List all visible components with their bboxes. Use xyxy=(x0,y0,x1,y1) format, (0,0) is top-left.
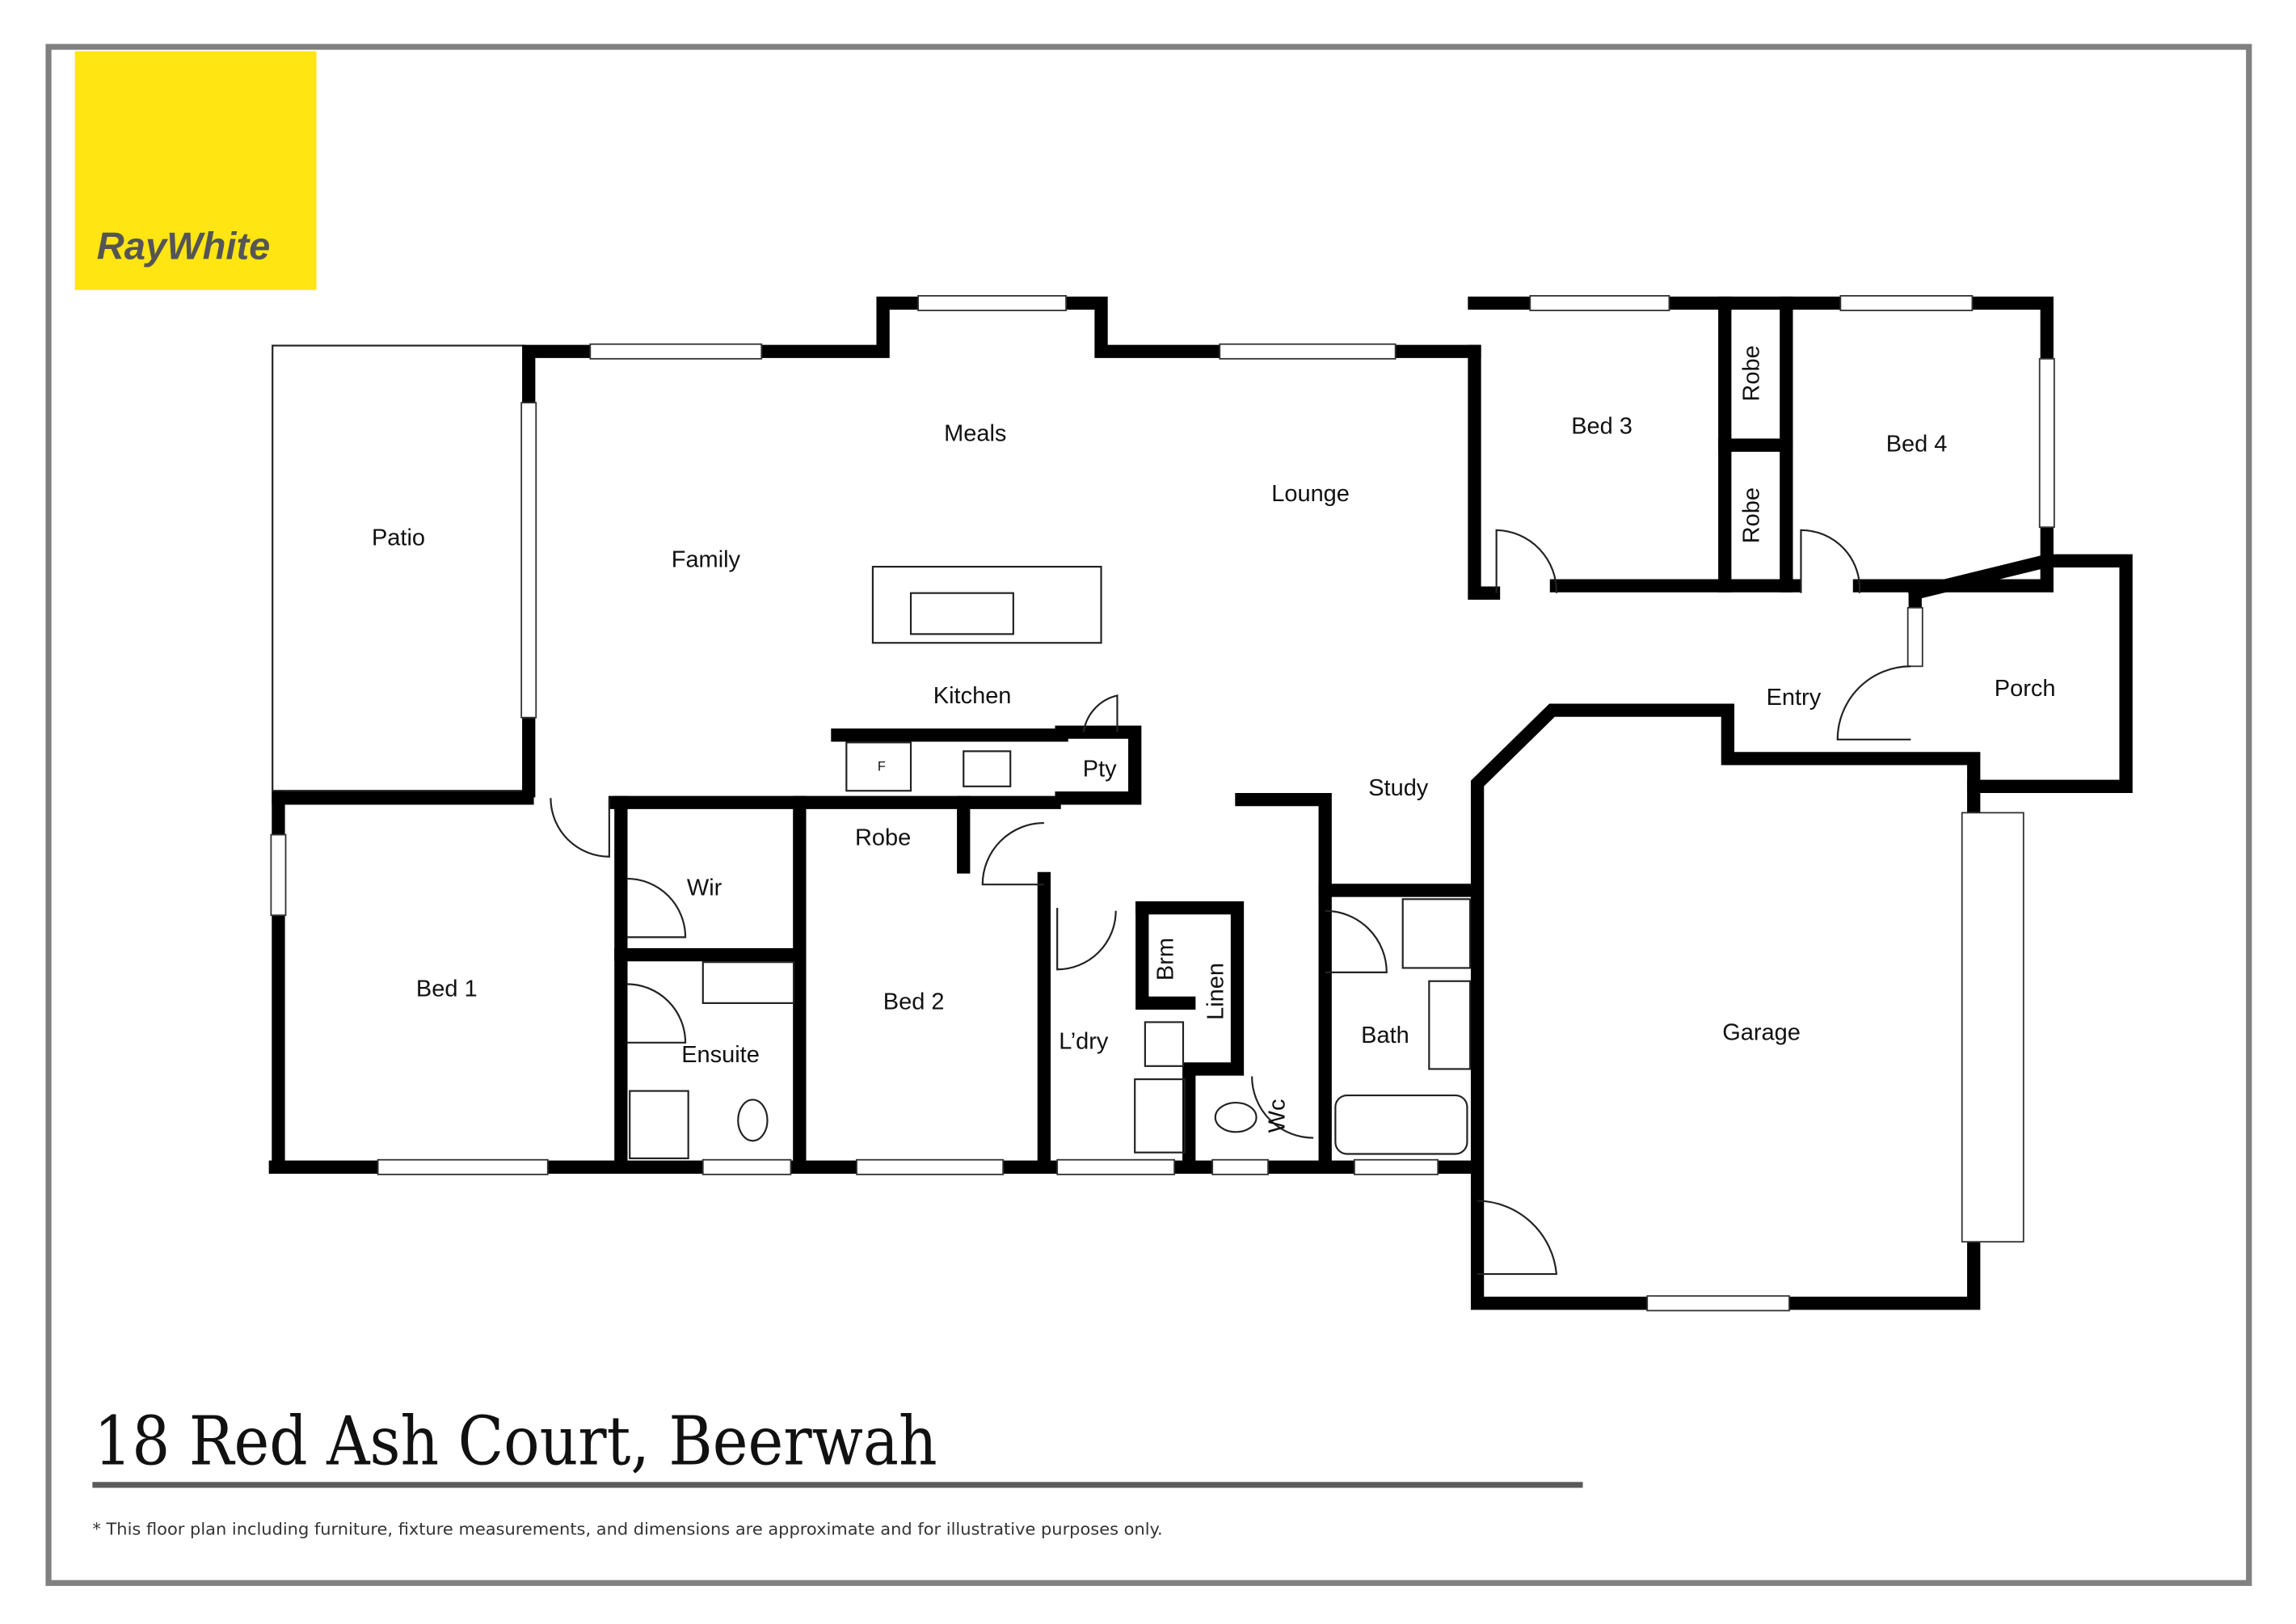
room-patio: Patio xyxy=(372,525,425,550)
room-labels: Patio Family Meals Lounge Kitchen Pty Be… xyxy=(372,345,2055,1133)
room-family: Family xyxy=(672,546,741,572)
room-porch: Porch xyxy=(1995,676,2056,702)
room-wc: Wc xyxy=(1264,1099,1290,1133)
room-garage: Garage xyxy=(1722,1020,1801,1046)
room-bed2: Bed 2 xyxy=(883,989,945,1015)
bathtub-icon xyxy=(1334,1094,1468,1155)
room-pty: Pty xyxy=(1083,757,1117,782)
room-bed3: Bed 3 xyxy=(1571,414,1632,440)
property-title: 18 Red Ash Court, Beerwah xyxy=(94,1403,937,1481)
room-entry: Entry xyxy=(1767,685,1822,711)
cooktop-icon xyxy=(963,750,1012,787)
room-bath: Bath xyxy=(1361,1023,1409,1048)
windows xyxy=(270,295,2055,1312)
sink-icon xyxy=(909,592,1014,635)
room-laundry: L’dry xyxy=(1059,1028,1109,1054)
room-linen: Linen xyxy=(1203,963,1228,1020)
kitchen-island xyxy=(871,565,1102,644)
disclaimer: * This floor plan including furniture, f… xyxy=(92,1519,1162,1538)
room-ensuite: Ensuite xyxy=(681,1042,760,1068)
logo-text: RayWhite xyxy=(97,225,271,268)
shower-icon xyxy=(1401,898,1472,969)
toilet-icon xyxy=(737,1099,769,1142)
raywhite-logo: RayWhite xyxy=(74,51,317,290)
doors xyxy=(550,529,1911,1276)
room-lounge: Lounge xyxy=(1271,481,1350,507)
washer-icon xyxy=(1134,1078,1186,1154)
room-bed1: Bed 1 xyxy=(416,976,478,1002)
room-meals: Meals xyxy=(944,421,1006,447)
room-robe-2: Robe xyxy=(1738,487,1764,543)
fixtures: F xyxy=(629,565,1472,1160)
page-frame xyxy=(45,44,2252,1586)
wc-toilet-icon xyxy=(1214,1102,1258,1133)
title-rule xyxy=(92,1482,1583,1488)
room-bed4: Bed 4 xyxy=(1886,431,1948,457)
walls xyxy=(268,296,2133,1310)
ensuite-vanity-icon xyxy=(701,961,795,1004)
laundry-tub-icon xyxy=(1144,1021,1185,1067)
room-robe-1: Robe xyxy=(1738,345,1764,401)
vanity-icon xyxy=(1428,980,1472,1070)
room-kitchen: Kitchen xyxy=(933,683,1012,709)
fridge-label: F xyxy=(878,760,886,774)
room-robe-bed2: Robe xyxy=(855,825,911,851)
patio-area xyxy=(272,344,525,792)
room-brm: Brm xyxy=(1153,938,1179,981)
ensuite-shower-icon xyxy=(629,1090,689,1160)
room-study: Study xyxy=(1368,775,1429,801)
room-wir: Wir xyxy=(687,875,723,901)
